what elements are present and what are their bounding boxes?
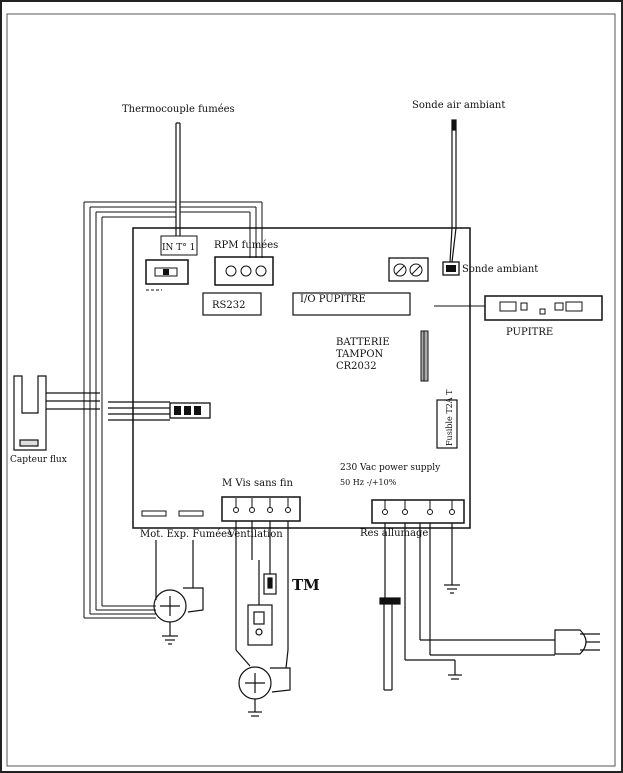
batterie-label-2: TAMPON bbox=[336, 349, 384, 360]
sonde-air-label: Sonde air ambiant bbox=[412, 100, 505, 111]
extractor-fan bbox=[153, 540, 204, 645]
inner-frame bbox=[6, 13, 616, 767]
mot-exp-label: Mot. Exp. Fumées bbox=[140, 529, 232, 540]
sonde-ambiant-label: Sonde ambiant bbox=[462, 264, 538, 275]
batterie-label-1: BATTERIE bbox=[336, 337, 390, 348]
rpm-connector bbox=[214, 256, 274, 286]
fuse bbox=[436, 399, 458, 449]
vis-connector bbox=[221, 496, 301, 522]
tm-label: TM bbox=[292, 576, 320, 594]
batterie-label-3: CR2032 bbox=[336, 361, 377, 372]
power-label-1: 230 Vac power supply bbox=[340, 463, 441, 473]
io-pupitre-port bbox=[292, 292, 411, 316]
in-t1-connector bbox=[145, 259, 189, 285]
in-t1-connector-frame bbox=[160, 235, 198, 256]
flow-sensor bbox=[13, 375, 170, 451]
control-board bbox=[132, 227, 471, 529]
rpm-label: RPM fumées bbox=[214, 240, 278, 251]
in-t1-label: IN T° 1 bbox=[162, 243, 195, 253]
ambient-probe bbox=[449, 119, 457, 263]
top-wires bbox=[83, 201, 263, 619]
mot-exp-pad-1 bbox=[141, 510, 167, 517]
io-pupitre-label: I/O PUPITRE bbox=[300, 294, 366, 305]
resistance-wiring bbox=[379, 523, 600, 691]
rs232-port bbox=[202, 292, 262, 316]
ventilation-fan bbox=[235, 521, 291, 717]
power-label-2: 50 Hz -/+10% bbox=[340, 478, 397, 487]
flow-connector bbox=[169, 402, 211, 419]
res-label: Res allumage bbox=[360, 528, 428, 539]
screw-terminal bbox=[388, 257, 429, 282]
mot-exp-pad-2 bbox=[178, 510, 204, 517]
sonde-connector bbox=[442, 261, 460, 276]
thermocouple-label: Thermocouple fumées bbox=[122, 104, 235, 115]
vis-label: M Vis sans fin bbox=[222, 478, 293, 489]
fusible-label: Fusible T2A T bbox=[445, 389, 454, 446]
capteur-label: Capteur flux bbox=[10, 455, 67, 465]
pupitre-label: PUPITRE bbox=[506, 327, 553, 338]
thermocouple-probe bbox=[175, 122, 181, 236]
pupitre-panel bbox=[484, 295, 603, 321]
res-connector bbox=[371, 499, 465, 524]
ventilation-label: Ventilation bbox=[227, 529, 283, 540]
rs232-label: RS232 bbox=[212, 300, 245, 311]
